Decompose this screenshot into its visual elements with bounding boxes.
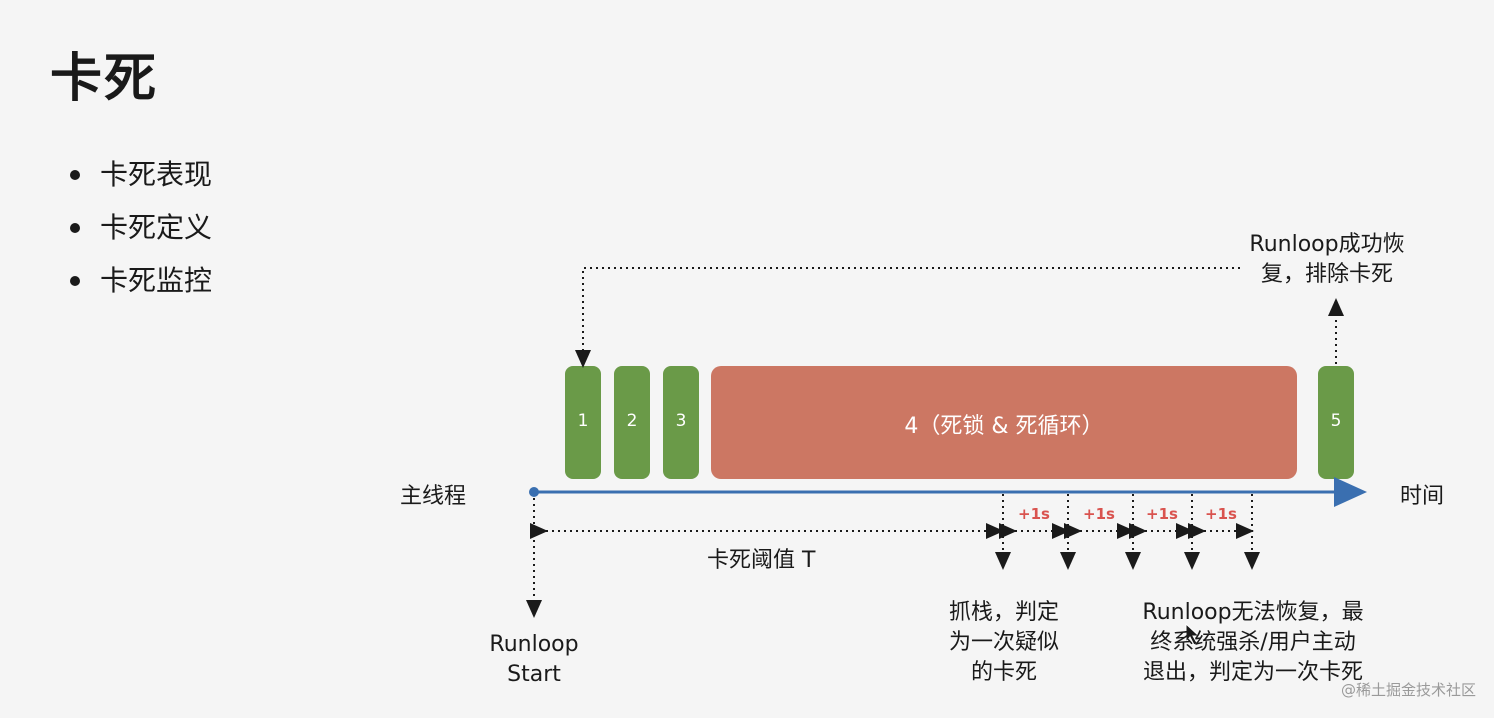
task-label-1: 1 [577, 411, 589, 431]
time-label: 时间 [1400, 484, 1445, 509]
task-label-3: 3 [675, 411, 687, 431]
increment-label-1: +1s [1018, 505, 1050, 523]
bullet-dot [70, 223, 80, 233]
task-label-5: 5 [1330, 411, 1342, 431]
task-box-2 [614, 366, 650, 479]
threshold-label: 卡死阈值 T [707, 548, 816, 573]
increment-label-2: +1s [1083, 505, 1115, 523]
timeline-start-dot [529, 487, 539, 497]
runloop-start-label: Runloop Start [489, 632, 579, 687]
bullet-dot [70, 276, 80, 286]
task-box-4-deadlock [711, 366, 1297, 479]
bullet-dot [70, 170, 80, 180]
watermark: @稀土掘金技术社区 [1340, 681, 1476, 699]
task-box-5 [1318, 366, 1354, 479]
task-label-2: 2 [626, 411, 638, 431]
thread-label: 主线程 [400, 484, 467, 509]
recovered-label: Runloop成功恢 复，排除卡死 [1249, 232, 1405, 287]
bullet-item: 卡死定义 [66, 201, 212, 254]
suspected-stuck-label: 抓栈，判定 为一次疑似 的卡死 [948, 600, 1059, 685]
cursor-icon [1185, 622, 1201, 646]
bullet-list: 卡死表现 卡死定义 卡死监控 [66, 148, 212, 307]
recovery-loop-line [575, 267, 1240, 368]
bullet-item: 卡死表现 [66, 148, 212, 201]
bullet-item: 卡死监控 [66, 254, 212, 307]
increment-label-4: +1s [1205, 505, 1237, 523]
killed-label: Runloop无法恢复，最 终系统强杀/用户主动 退出，判定为一次卡死 [1142, 600, 1364, 685]
task-label-4: 4（死锁 & 死循环） [904, 414, 1104, 439]
task-box-3 [663, 366, 699, 479]
task-box-1 [565, 366, 601, 479]
slide-title: 卡死 [50, 49, 159, 109]
increment-label-3: +1s [1146, 505, 1178, 523]
